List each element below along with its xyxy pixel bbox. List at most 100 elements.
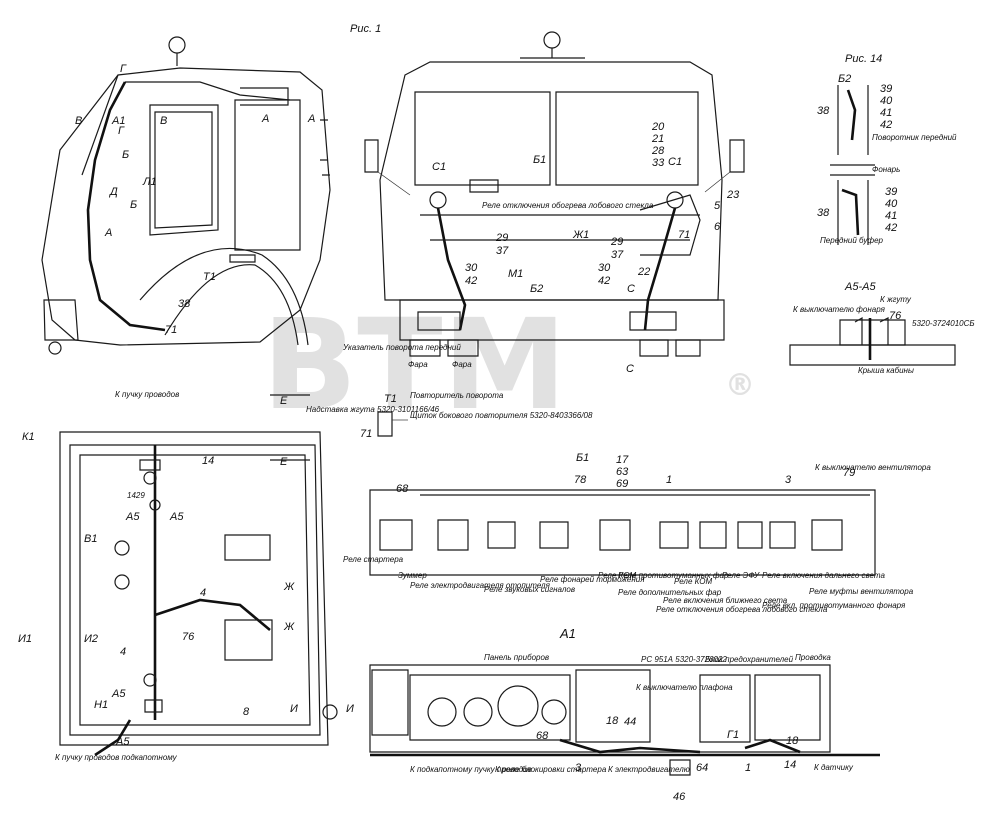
instrument-note: К датчику: [814, 763, 854, 772]
side-label: Т1: [203, 271, 216, 283]
section-e: Е Е Т1 71 Надставка жгута 5320-3101166/4…: [270, 391, 593, 468]
section-e-label: Е: [280, 395, 288, 407]
instrument-label: 68: [536, 730, 549, 742]
side-label: Б: [122, 149, 129, 161]
front-note: Фара: [452, 360, 472, 369]
side-label: А1: [111, 115, 125, 127]
side-label: А: [261, 113, 269, 125]
section-b2-number: 42: [885, 222, 897, 234]
instrument-note: К выключателю плафона: [636, 683, 733, 692]
side-label: Л1: [142, 176, 157, 188]
instrument-panel: А1 18 44 68 3 64 46 Г1 1 14 18 Панель пр…: [369, 626, 880, 803]
roof-label: 4: [120, 646, 126, 658]
relay-label: 3: [785, 474, 792, 486]
section-a5-note: 5320-3724010СБ: [912, 319, 975, 328]
side-label: Г: [120, 63, 127, 75]
instrument-label: 64: [696, 762, 708, 774]
relay-note: Реле противотуманных фар: [618, 571, 729, 580]
section-a5-title: А5-А5: [844, 281, 876, 293]
relay-note: Реле вкл. противотуманного фонаря: [762, 601, 906, 610]
section-e-label: 71: [360, 428, 372, 440]
cab-front-view: С1 С1 Б1 20 21 28 33 23 5 6 29 37 29 37 …: [342, 31, 745, 375]
front-label: С1: [432, 161, 446, 173]
watermark-registered: ®: [725, 368, 755, 403]
roof-label: И: [346, 703, 354, 715]
relay-label: 68: [396, 483, 409, 495]
roof-label: В1: [84, 533, 97, 545]
section-e-label: Е: [280, 456, 288, 468]
front-label: 33: [652, 157, 665, 169]
section-a5-note: Крыша кабины: [858, 366, 914, 375]
instrument-label: 3: [575, 762, 582, 774]
relay-note: Реле муфты вентилятора: [809, 587, 914, 596]
section-e-label: Т1: [384, 393, 397, 405]
roof-label: 14: [202, 455, 214, 467]
side-label: А: [307, 113, 315, 125]
side-labels: Г В В Г А А А1 Б Д Л1 Б А Т1 38 71: [75, 63, 315, 336]
roof-note: 1429: [127, 491, 145, 500]
front-label: 42: [465, 275, 477, 287]
front-note: Указатель поворота передний: [342, 343, 461, 352]
roof-label: А5: [111, 688, 126, 700]
instrument-label: 18: [606, 715, 619, 727]
relay-label: 17: [616, 454, 629, 466]
relay-note: Реле звуковых сигналов: [484, 585, 575, 594]
instrument-label: 1: [745, 762, 751, 774]
relay-note: Реле электродвигателя отопителя: [410, 581, 551, 590]
instrument-note: Блок предохранителей: [705, 655, 794, 664]
front-label: 30: [465, 262, 478, 274]
front-label: 37: [496, 245, 509, 257]
section-a5: А5-А5 76 К выключателю фонаря К жгуту 53…: [789, 281, 975, 375]
front-label: 20: [651, 121, 665, 133]
front-label: С1: [668, 156, 682, 168]
front-label: С: [627, 283, 635, 295]
side-label: 38: [178, 298, 191, 310]
section-b2-note: Фонарь: [872, 165, 900, 174]
instrument-note: РС 951А 5320-3726022: [641, 655, 727, 664]
watermark: BTM ®: [262, 293, 755, 438]
roof-label: Ж: [283, 621, 295, 633]
section-b2-number: 41: [880, 107, 892, 119]
section-e-note: Надставка жгута 5320-3101166/46: [306, 405, 440, 414]
relay-note: К выключателю вентилятора: [815, 463, 931, 472]
front-label: 71: [678, 229, 690, 241]
instrument-label: 46: [673, 791, 686, 803]
instrument-note: К электродвигателю: [608, 765, 690, 774]
front-label: Б2: [530, 283, 543, 295]
side-label: Г: [118, 125, 125, 137]
front-label: 29: [610, 236, 623, 248]
roof-label: А5: [125, 511, 140, 523]
front-label: 28: [651, 145, 665, 157]
instrument-label: 18: [786, 735, 799, 747]
instrument-label: Г1: [727, 729, 739, 741]
section-a5-note: К жгуту: [880, 295, 912, 304]
relay-label: 69: [616, 478, 628, 490]
cab-roof-view: К1 14 А5 А5 В1 И1 И2 4 Ж Ж 76 Н1 А5 4 8 …: [18, 390, 354, 762]
relay-note: Реле включения ближнего света: [663, 596, 788, 605]
instrument-title: А1: [559, 626, 576, 641]
roof-label: Н1: [94, 699, 108, 711]
roof-label: И1: [18, 633, 32, 645]
roof-label: И2: [84, 633, 98, 645]
roof-label: Ж: [283, 581, 295, 593]
section-b2-number: 39: [880, 83, 892, 95]
front-note: Фара: [408, 360, 428, 369]
front-label: Ж1: [572, 229, 589, 241]
roof-label: 76: [182, 631, 195, 643]
side-label: В: [75, 115, 82, 127]
section-b2: Б2 38 38 39 40 41 42 39 40 41 42 Поворот…: [817, 73, 957, 245]
relay-label: 78: [574, 474, 587, 486]
figure-14-title: Рис. 14: [845, 53, 882, 65]
relay-note: Реле стартера: [343, 555, 404, 564]
watermark-text: BTM: [262, 293, 567, 438]
figure-1-title: Рис. 1: [350, 23, 381, 35]
front-label: 5: [714, 200, 721, 212]
front-label: С: [626, 363, 634, 375]
relay-note: Зуммер: [398, 571, 427, 580]
roof-label: И: [290, 703, 298, 715]
instrument-note: К реле блокировки стартера: [495, 765, 607, 774]
front-label: М1: [508, 268, 523, 280]
front-label: 29: [495, 232, 508, 244]
relay-note: Реле отключения обогрева лобового стекла: [656, 605, 828, 614]
